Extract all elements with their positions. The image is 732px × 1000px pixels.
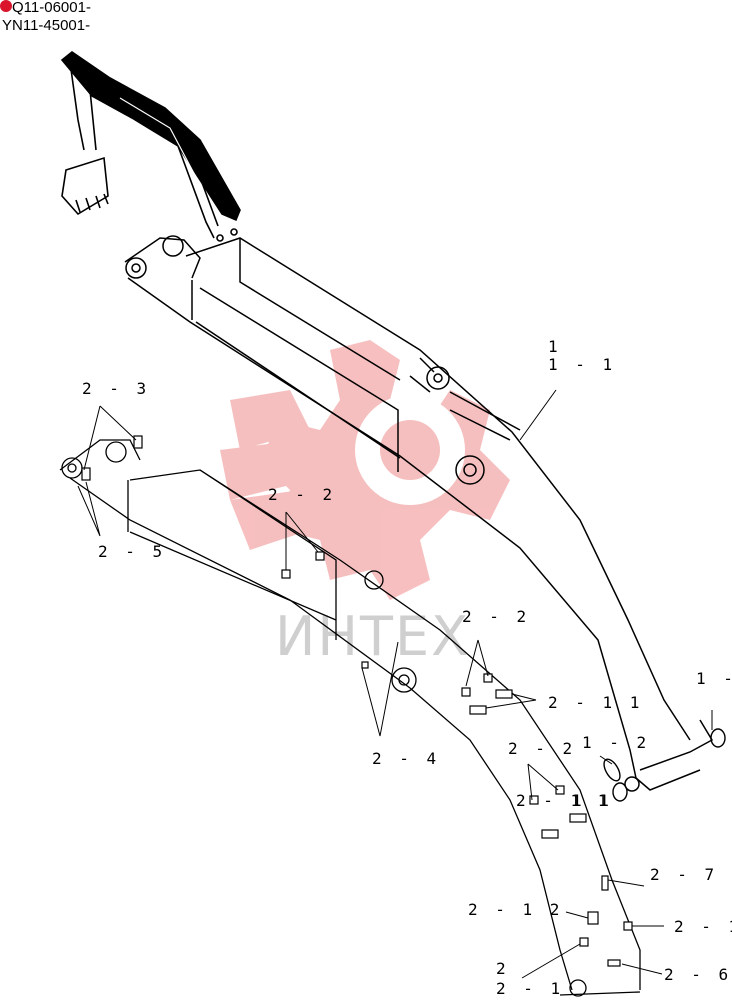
callout-2-6: 2 - 6	[664, 965, 732, 984]
callout-2-12: 2 - 1 2	[468, 900, 563, 919]
callout-2-1-right: 2 - 1	[674, 917, 732, 936]
callout-1-1: 1 - 1	[548, 355, 616, 374]
marker-dot-icon	[0, 0, 12, 12]
callout-labels: 1 1 - 1 1 - 1 - 2 1 1 2 - 3 2 - 5 2 - 2 …	[82, 337, 732, 998]
watermark-logo	[220, 340, 510, 600]
callout-1-right: 1 -	[696, 669, 732, 688]
callout-2-3: 2 - 3	[82, 379, 150, 398]
callout-2-1: 2 - 1	[496, 979, 564, 998]
watermark-text: ИНТЕХ	[275, 605, 470, 668]
callout-2-2-a: 2 - 2	[268, 485, 336, 504]
excavator-reference-icon	[60, 51, 241, 242]
callout-2-5: 2 - 5	[98, 542, 166, 561]
callout-2-2-b: 2 - 2	[462, 607, 530, 626]
boom-assembly-1	[124, 235, 714, 792]
callout-1-2: 1 - 2	[582, 733, 650, 752]
serial-range-2: YN11-45001-	[2, 17, 91, 34]
callout-1-11: 1 1	[572, 791, 613, 810]
callout-2-4: 2 - 4	[372, 749, 440, 768]
serial-range-1: Q11-06001-	[12, 0, 91, 16]
callout-2: 2	[496, 959, 510, 978]
callout-2-7: 2 - 7	[650, 865, 718, 884]
callout-2-11-b: 2 - 1 1	[516, 791, 611, 810]
callout-1: 1	[548, 337, 562, 356]
callout-2-11-a: 2 - 1 1	[548, 693, 643, 712]
callout-2-2-c: 2 - 2	[508, 739, 576, 758]
leader-lines	[77, 389, 713, 979]
